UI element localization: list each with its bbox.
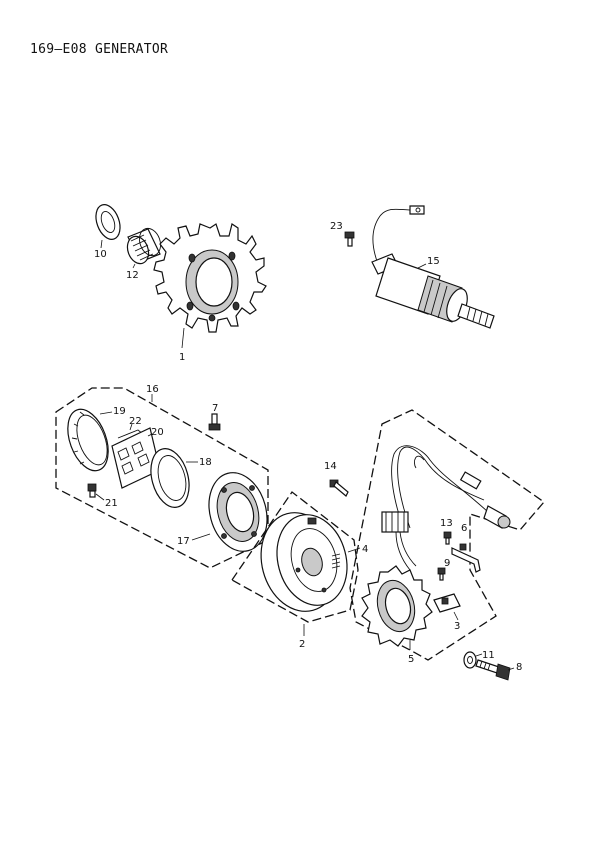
callout-18: 18 xyxy=(199,457,212,468)
page-title: 169—E08 GENERATOR xyxy=(30,42,169,57)
callout-13: 13 xyxy=(440,518,453,529)
group-5-boundary xyxy=(349,409,545,661)
part-19-clutch-ring xyxy=(67,408,109,472)
part-10-washer xyxy=(95,204,121,240)
callout-8: 8 xyxy=(516,662,522,673)
callout-21: 21 xyxy=(105,498,118,509)
callout-10: 10 xyxy=(94,249,107,260)
callout-20: 20 xyxy=(151,427,164,438)
callout-15: 15 xyxy=(427,256,440,267)
part-12-needle-bearing xyxy=(126,227,161,265)
callout-11: 11 xyxy=(482,650,495,661)
part-5-wire-harness xyxy=(381,445,511,571)
callout-17: 17 xyxy=(177,536,190,547)
callout-5: 5 xyxy=(408,654,414,665)
part-6-clamp xyxy=(451,543,481,573)
part-18-gear-washer xyxy=(150,448,190,508)
group-2-boundary xyxy=(231,491,359,623)
part-7-bolt xyxy=(208,413,221,431)
part-1-sprocket xyxy=(153,223,267,333)
callout-3: 3 xyxy=(454,621,460,632)
part-4-flywheel-rotor xyxy=(260,512,348,612)
part-23-screw xyxy=(344,231,355,247)
callout-23: 23 xyxy=(330,221,343,232)
part-9-screw xyxy=(437,567,446,581)
part-3-pulser-coil xyxy=(433,593,461,613)
part-11-washer xyxy=(463,651,477,669)
part-21-bolt xyxy=(87,483,97,498)
callout-4: 4 xyxy=(362,544,368,555)
part-17-starter-clutch-gear xyxy=(208,472,268,552)
part-5-stator xyxy=(361,565,433,647)
callout-6: 6 xyxy=(461,523,467,534)
callout-1: 1 xyxy=(179,352,185,363)
callout-19: 19 xyxy=(113,406,126,417)
callout-12: 12 xyxy=(126,270,139,281)
group-16-boundary xyxy=(55,387,269,569)
callout-2: 2 xyxy=(299,639,305,650)
callout-14: 14 xyxy=(324,461,337,472)
part-8-bolt xyxy=(475,659,511,681)
part-13-screw xyxy=(443,531,452,545)
callout-22: 22 xyxy=(129,416,142,427)
callout-16: 16 xyxy=(146,384,159,395)
callout-9: 9 xyxy=(444,558,450,569)
part-15-starter-motor xyxy=(371,205,495,329)
part-14-bolt xyxy=(329,479,349,497)
callout-7: 7 xyxy=(212,403,218,414)
